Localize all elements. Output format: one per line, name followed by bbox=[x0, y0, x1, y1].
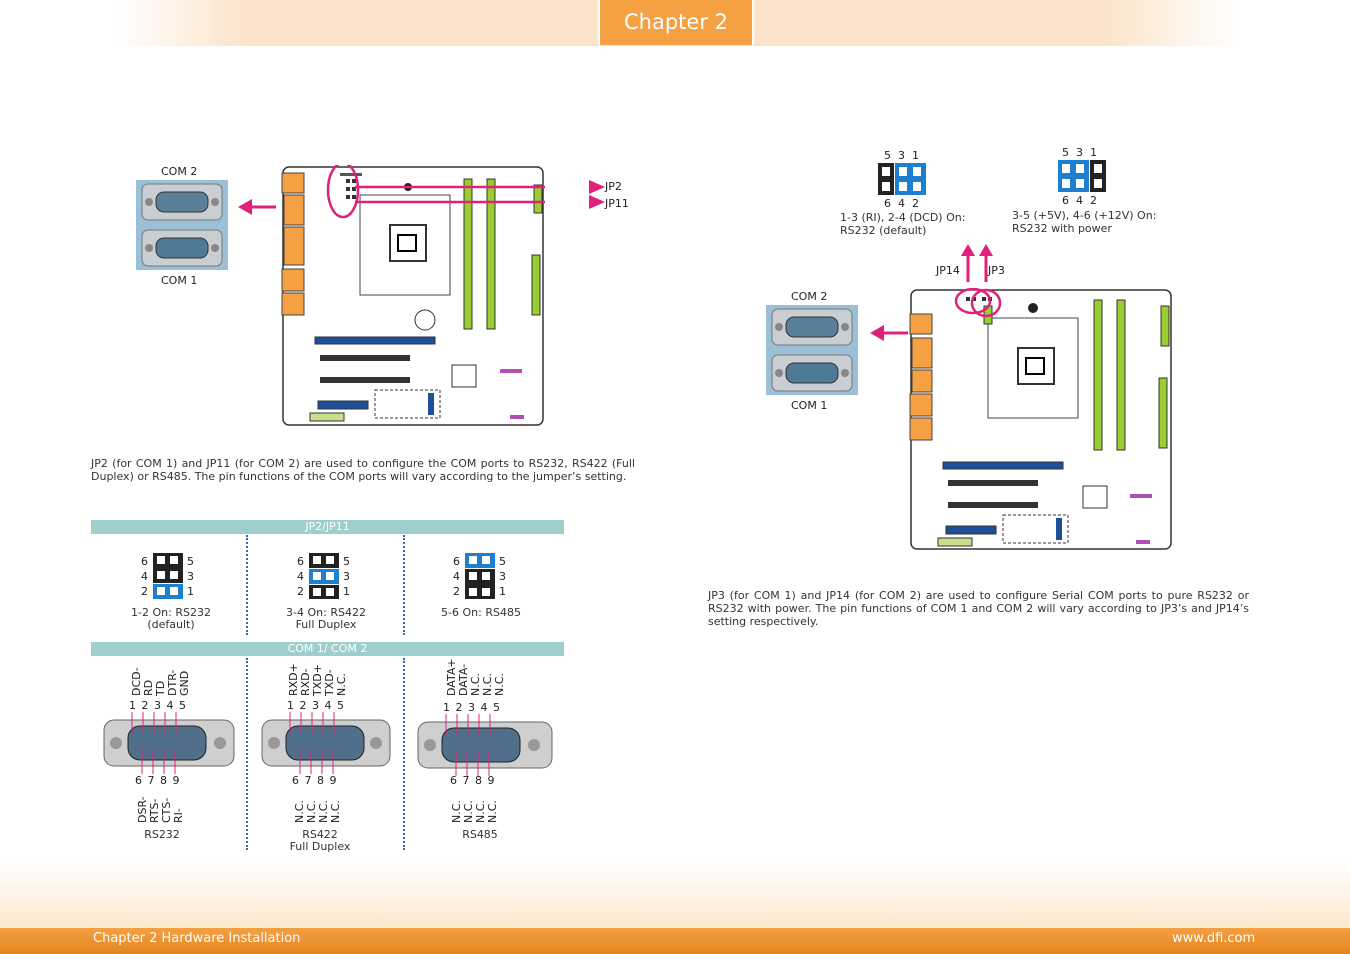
jp-b-caption: 3-5 (+5V), 4-6 (+12V) On:RS232 with powe… bbox=[1012, 209, 1157, 235]
jp14-label: JP14 bbox=[936, 264, 960, 277]
db9-connector-rs232 bbox=[102, 712, 242, 774]
signal-labels-top: RXD+ RXD- TXD+ TXD- N.C. bbox=[287, 663, 348, 696]
pin-numbers-top: 1 2 3 4 5 bbox=[443, 701, 501, 714]
setting-caption: 1-2 On: RS232(default) bbox=[131, 606, 211, 631]
jp-b-bottom-nums: 6 4 2 bbox=[1062, 194, 1097, 207]
jp-a-top-nums: 5 3 1 bbox=[884, 149, 919, 162]
jumper-default-icon bbox=[878, 163, 926, 195]
pin-numbers-bottom: 6 7 8 9 bbox=[450, 774, 496, 787]
db9-connector-rs422 bbox=[260, 712, 392, 774]
divider bbox=[246, 658, 248, 850]
pin-numbers-top: 1 2 3 4 5 bbox=[287, 699, 345, 712]
footer-website[interactable]: www.dfi.com bbox=[1172, 931, 1256, 946]
jumper-rs232-icon bbox=[153, 553, 183, 599]
footer-gradient bbox=[0, 862, 1350, 930]
left-description: JP2 (for COM 1) and JP11 (for COM 2) are… bbox=[91, 457, 635, 483]
divider bbox=[246, 535, 248, 635]
pinout-caption: RS232 bbox=[144, 828, 180, 841]
com2-label-right: COM 2 bbox=[791, 290, 828, 303]
pin-numbers-top: 1 2 3 4 5 bbox=[129, 699, 187, 712]
jp-a-bottom-nums: 6 4 2 bbox=[884, 197, 919, 210]
right-description: JP3 (for COM 1) and JP14 (for COM 2) are… bbox=[708, 589, 1249, 628]
jumper-rs485-icon bbox=[465, 553, 495, 599]
signal-labels-bottom: N.C. N.C. N.C. N.C. bbox=[293, 800, 342, 823]
jumper-arrows-icon bbox=[589, 180, 605, 209]
com-ports-image bbox=[136, 180, 228, 270]
arrow-left-icon bbox=[238, 199, 276, 215]
arrows-up-icon bbox=[961, 244, 993, 282]
pinout-band: COM 1/ COM 2 bbox=[91, 642, 564, 656]
jumper-rs422-icon bbox=[309, 553, 339, 599]
motherboard-diagram-right bbox=[909, 288, 1172, 550]
settings-band: JP2/JP11 bbox=[91, 520, 564, 534]
footer-chapter-text: Chapter 2 Hardware Installation bbox=[93, 931, 301, 946]
jp11-label: JP11 bbox=[605, 197, 629, 210]
setting-caption: 5-6 On: RS485 bbox=[441, 606, 521, 619]
signal-labels-top: DCD- RD TD DTR- GND bbox=[130, 667, 191, 696]
divider bbox=[403, 658, 405, 850]
footer-bar bbox=[0, 928, 1350, 954]
motherboard-diagram-left bbox=[281, 165, 545, 426]
com2-label: COM 2 bbox=[161, 165, 198, 178]
com1-label-right: COM 1 bbox=[791, 399, 828, 412]
com1-label: COM 1 bbox=[161, 274, 198, 287]
arrow-left-icon bbox=[870, 325, 908, 341]
signal-labels-bottom: DSR- RTS- CTS- RI- bbox=[136, 796, 185, 823]
signal-labels-bottom: N.C. N.C. N.C. N.C. bbox=[450, 800, 499, 823]
jp3-label: JP3 bbox=[988, 264, 1005, 277]
jp2-label: JP2 bbox=[605, 180, 622, 193]
pin-numbers-bottom: 6 7 8 9 bbox=[135, 774, 181, 787]
chapter-tab: Chapter 2 bbox=[598, 0, 754, 45]
jumper-power-icon bbox=[1058, 160, 1106, 192]
signal-labels-top: DATA+ DATA- N.C. N.C. N.C. bbox=[445, 658, 506, 696]
jp-b-top-nums: 5 3 1 bbox=[1062, 146, 1097, 159]
divider bbox=[403, 535, 405, 635]
pinout-caption: RS485 bbox=[462, 828, 498, 841]
db9-connector-rs485 bbox=[416, 714, 554, 776]
pin-numbers-bottom: 6 7 8 9 bbox=[292, 774, 338, 787]
jp-a-caption: 1-3 (RI), 2-4 (DCD) On:RS232 (default) bbox=[840, 211, 966, 237]
com-ports-image-right bbox=[766, 305, 858, 395]
